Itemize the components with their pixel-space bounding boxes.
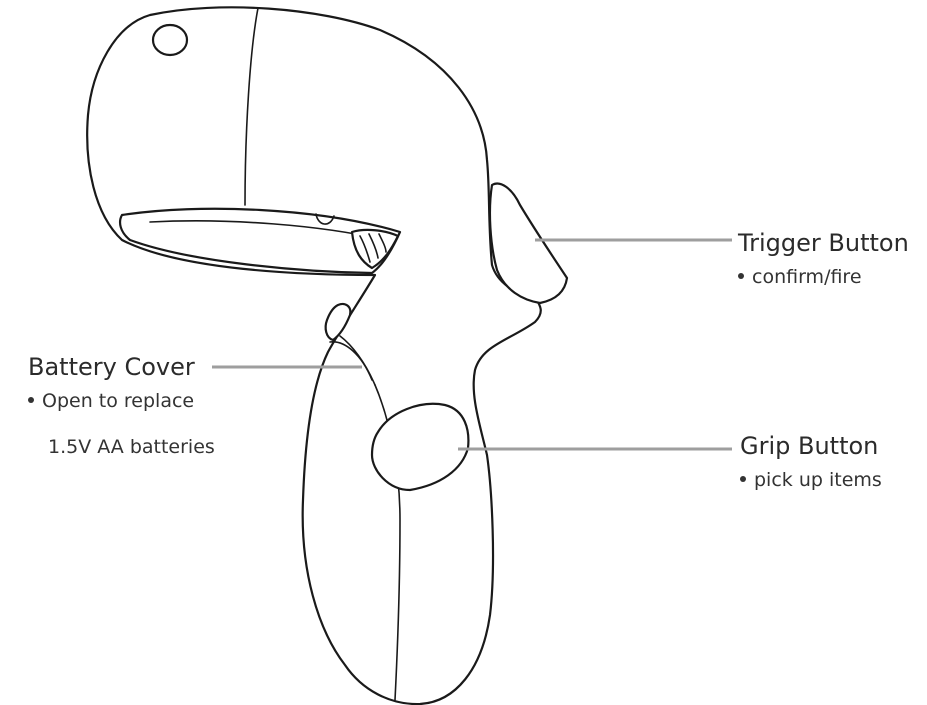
battery-cover-tab [324, 302, 352, 342]
trigger-bullet: confirm/fire [738, 265, 909, 289]
grip-callout: Grip Button pick up items [740, 432, 882, 492]
bullet-dot [738, 272, 744, 279]
small-bump [315, 213, 335, 225]
battery-bullet-continuation: 1.5V AA batteries [48, 436, 215, 458]
trigger-callout: Trigger Button confirm/fire [738, 229, 909, 289]
grip-button-shape [370, 402, 470, 492]
grip-bullet: pick up items [740, 468, 882, 492]
head-seam [244, 7, 259, 206]
trigger-shape [488, 182, 569, 305]
trigger-title: Trigger Button [738, 229, 909, 257]
trigger-bullet-text: confirm/fire [752, 266, 862, 288]
ridge-line-1 [359, 235, 371, 263]
battery-cover-panel-edge [339, 335, 376, 386]
grip-title: Grip Button [740, 432, 879, 460]
battery-bullet-text: Open to replace [42, 390, 195, 412]
grip-bullet-text: pick up items [754, 469, 882, 491]
battery-title: Battery Cover [28, 353, 195, 381]
top-button [151, 23, 189, 57]
battery-callout: Battery Cover Open to replace 1.5V AA ba… [28, 353, 215, 459]
ridge-line-3 [378, 233, 387, 253]
ridge-line-2 [368, 233, 379, 259]
head-underside [119, 207, 402, 275]
bullet-dot [740, 475, 746, 482]
battery-bullet: Open to replace [28, 389, 215, 413]
controller-body [86, 6, 542, 705]
bullet-dot [28, 396, 34, 403]
